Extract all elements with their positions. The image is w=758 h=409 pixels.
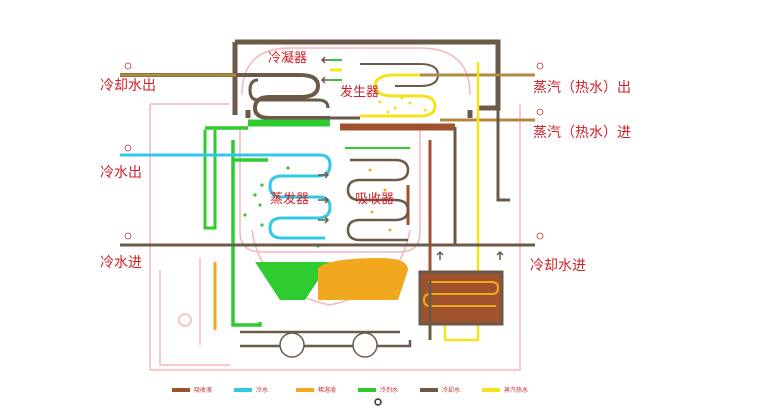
legend-swatch-dark-brown-line [420,388,438,392]
refrigerant-sump [255,262,330,300]
legend-swatch-yellow-line [482,388,500,392]
legend-swatch-green-line [358,388,376,392]
cooling-water-out-label: 冷却水出 [100,78,156,94]
chilled-water-out-label: 冷水出 [100,165,142,181]
legend-swatch-brown-line [172,388,190,392]
valve-markers [124,62,544,240]
cooling-water-lines [120,108,535,348]
chilled-water-lines [120,153,332,240]
legend-swatch-orange-line [296,388,314,392]
condenser [120,59,342,120]
legend-swatch-cyan-line [234,388,252,392]
absorber-dots [368,168,392,232]
generator-label: 发生器 [340,84,379,100]
heat-exchanger [418,270,504,326]
absorber-label: 吸收器 [355,192,394,207]
legend-label: 吸收液 [194,386,212,394]
condenser-label: 冷凝器 [268,50,307,66]
legend-label: 冷剂水 [380,386,398,394]
evaporator-dots [243,166,320,248]
vessel-frame [232,39,501,118]
solution-sump [318,258,408,300]
steam-out-label: 蒸汽（热水）出 [533,80,631,96]
flow-arrows [318,56,504,260]
evaporator-label: 蒸发器 [270,191,309,207]
chilled-water-in-label: 冷水进 [100,255,142,271]
steam-in-label: 蒸汽（热水）进 [533,125,631,141]
vacuum-pump [178,313,192,327]
cooling-water-in-label: 冷却水进 [530,258,586,274]
legend-label: 冷却水 [442,386,460,394]
generator-coil [360,73,535,118]
legend-label: 蒸汽热水 [504,386,528,394]
refrigerant-lines [203,119,330,327]
bottom-marker [374,398,382,406]
generator-dots [378,96,427,114]
legend-label: 稀溶液 [318,386,336,394]
legend: 吸收液 冷水 稀溶液 冷剂水 冷却水 蒸汽热水 [172,386,528,394]
refrigerant-pump [279,332,305,358]
solution-pump [352,332,378,358]
absorber-coil [345,147,410,242]
legend-label: 冷水 [256,386,268,394]
